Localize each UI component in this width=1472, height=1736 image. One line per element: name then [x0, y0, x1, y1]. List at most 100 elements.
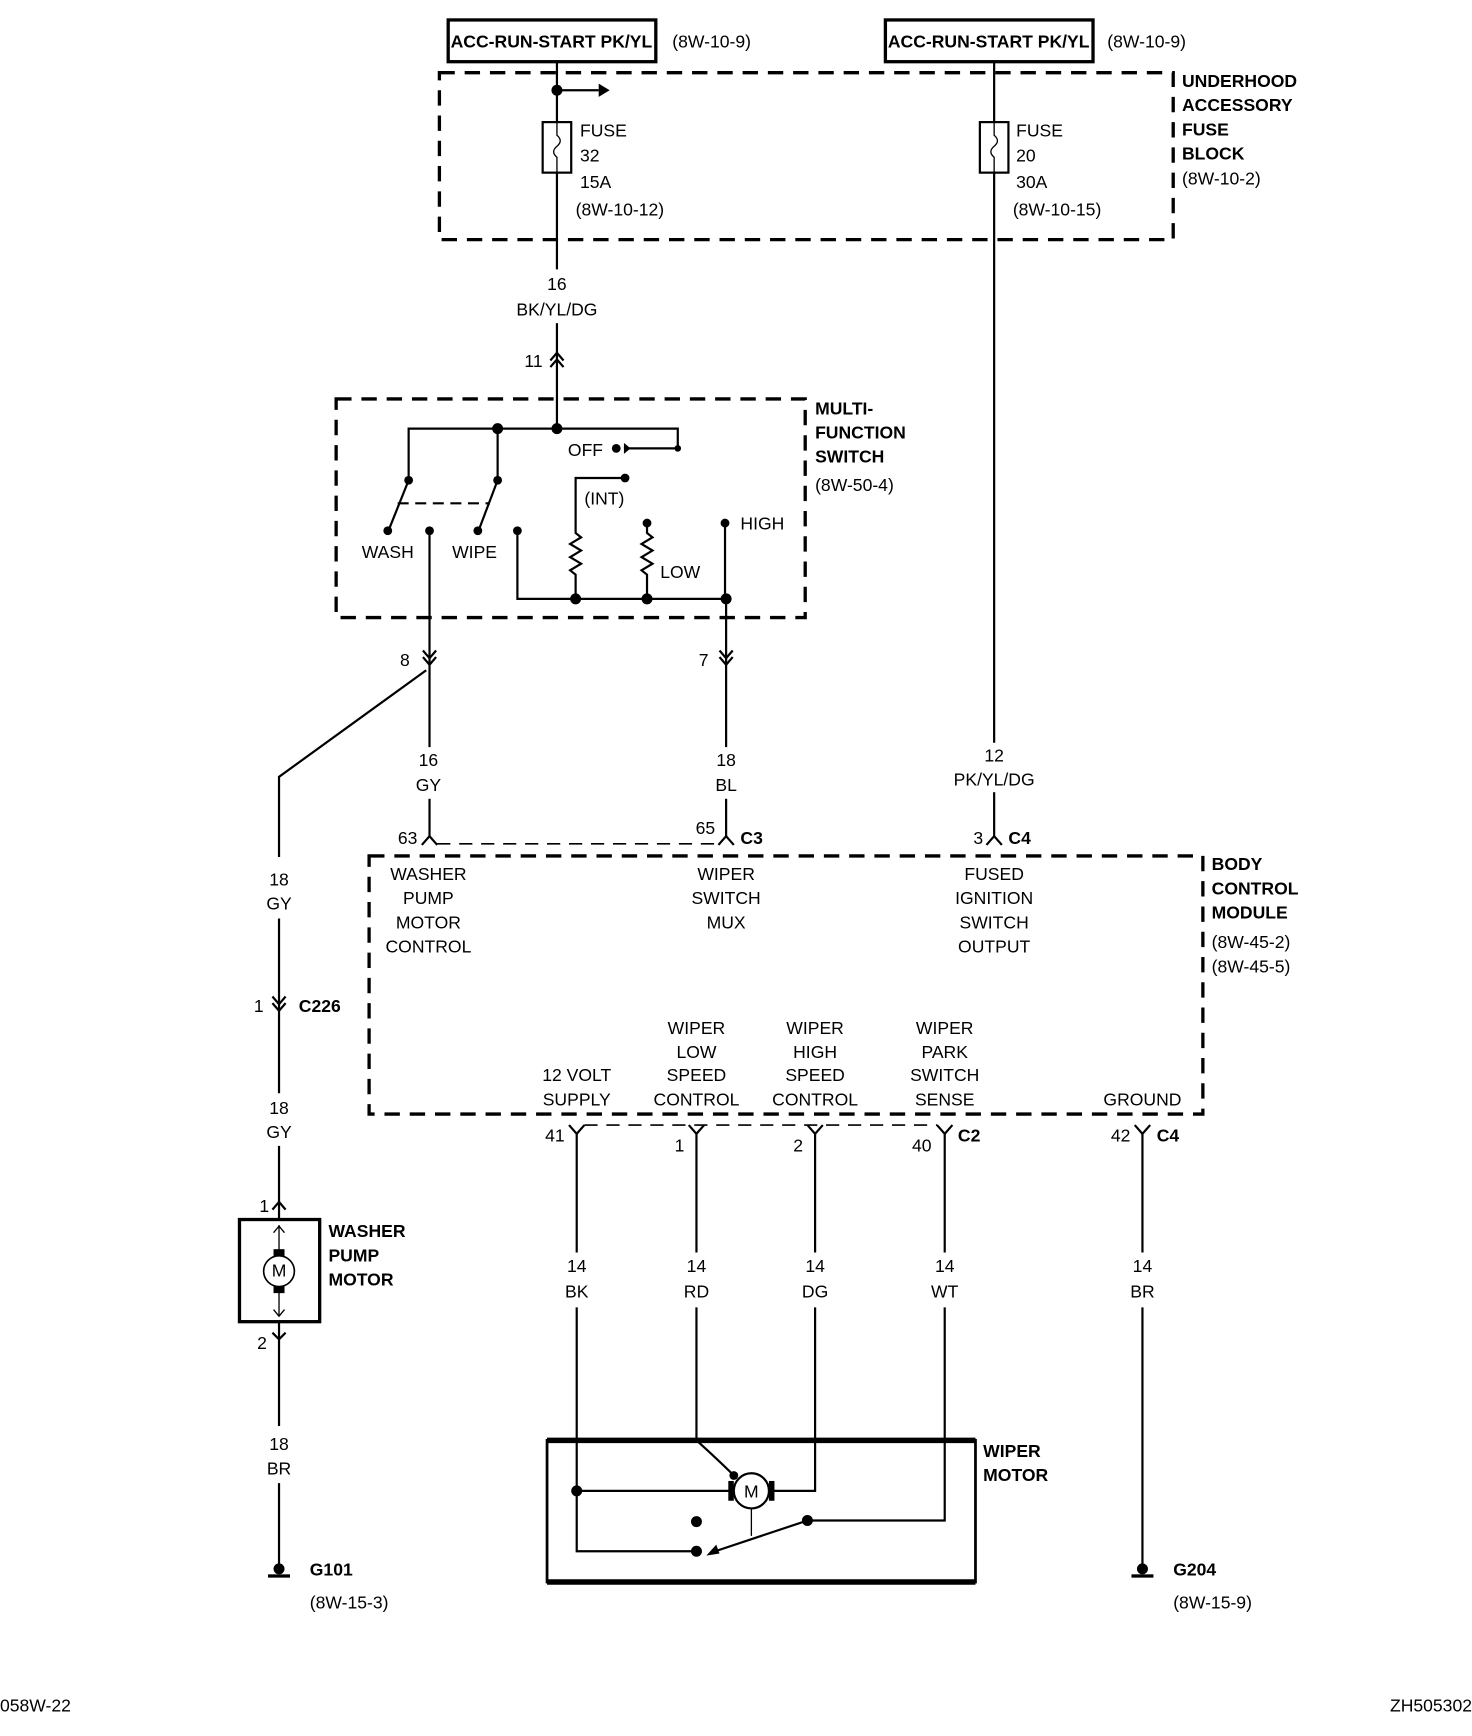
label-washer_pump-title-2: MOTOR: [328, 1269, 393, 1289]
label-bcm-high-0: WIPER: [786, 1018, 844, 1038]
source-label: ACC-RUN-START PK/YL: [451, 31, 653, 51]
label-bcm-low-0: WIPER: [668, 1018, 726, 1038]
label-wires-mux-color: BL: [715, 775, 737, 795]
label-pins-mfs_wash: 8: [400, 650, 410, 670]
label-bcm-ign-0: FUSED: [964, 864, 1024, 884]
label-bcm-high-1: HIGH: [793, 1042, 837, 1062]
label-pins-bcm_1: 1: [675, 1135, 685, 1155]
label-pins-pump_2: 2: [257, 1333, 267, 1353]
label-wires-high-color: DG: [802, 1282, 828, 1302]
label-pins-bcm_63: 63: [398, 828, 418, 848]
label-mfs-wash: WASH: [362, 542, 414, 562]
label-wires-supply-color: BK: [565, 1282, 589, 1302]
multi-function-switch: MULTI- FUNCTION SWITCH (8W-50-4) OFF WAS…: [334, 397, 906, 620]
label-fuse_block-fuses-1-number: 20: [1016, 146, 1036, 166]
label-wires-washer_a-color: GY: [266, 894, 292, 914]
label-pins-bcm_41: 41: [545, 1126, 565, 1146]
label-wires-feed-gauge: 16: [547, 274, 567, 294]
wire-segments: [575, 1133, 1144, 1253]
footer-right: ZH505302: [1390, 1696, 1472, 1716]
source-ref: (8W-10-9): [1107, 31, 1186, 51]
label-pins-c3: C3: [740, 828, 763, 848]
label-grounds-1-name: G204: [1173, 1559, 1216, 1579]
label-washer_pump-title-0: WASHER: [328, 1221, 405, 1241]
label-fuse_block-fuses-1-name: FUSE: [1016, 120, 1063, 140]
label-bcm-mux-2: MUX: [707, 912, 746, 932]
label-wires-wash-gauge: 16: [419, 750, 439, 770]
label-bcm-ign-2: SWITCH: [960, 912, 1029, 932]
label-bcm-title-2: MODULE: [1212, 903, 1288, 923]
label-bcm-refs-1: (8W-45-5): [1212, 956, 1291, 976]
label-bcm-washer-0: WASHER: [390, 864, 466, 884]
label-wires-washer_b-color: GY: [266, 1122, 292, 1142]
label-bcm-mux-1: SWITCH: [691, 888, 760, 908]
label-bcm-refs-0: (8W-45-2): [1212, 932, 1291, 952]
label-fuse_block-title-0: UNDERHOOD: [1182, 71, 1297, 91]
label-bcm-title-1: CONTROL: [1212, 878, 1299, 898]
label-pins-mfs_mux: 7: [699, 650, 709, 670]
fuse-block: UNDERHOOD ACCESSORY FUSE BLOCK (8W-10-2): [437, 71, 1297, 242]
label-mfs-off: OFF: [568, 440, 603, 460]
label-wires-washer_gnd-gauge: 18: [269, 1434, 289, 1454]
body-control-module: BODY CONTROL MODULE (8W-45-2) (8W-45-5) …: [367, 854, 1299, 1116]
label-mfs-high: HIGH: [740, 514, 784, 534]
washer-pump-motor: M WASHER PUMP MOTOR: [237, 1217, 406, 1324]
label-pins-c4_top: C4: [1008, 828, 1031, 848]
label-washer_pump-title-1: PUMP: [328, 1245, 379, 1265]
label-mfs-title-1: FUNCTION: [815, 422, 906, 442]
label-bcm-washer-3: CONTROL: [385, 937, 471, 957]
label-wires-mux-gauge: 18: [716, 750, 736, 770]
fuse-20: FUSE 20 30A (8W-10-15): [978, 120, 1102, 219]
label-wires-low-gauge: 14: [687, 1256, 707, 1276]
label-bcm-low-1: LOW: [676, 1042, 716, 1062]
label-wires-ign-gauge: 12: [984, 745, 1004, 765]
label-bcm-park-1: PARK: [921, 1042, 968, 1062]
label-bcm-low-3: CONTROL: [654, 1089, 740, 1109]
label-bcm-washer-2: MOTOR: [396, 912, 461, 932]
label-mfs-title-2: SWITCH: [815, 447, 884, 467]
source-label: ACC-RUN-START PK/YL: [888, 31, 1090, 51]
motor-symbol: M: [744, 1481, 759, 1501]
label-fuse_block-fuses-1-rating: 30A: [1016, 172, 1048, 192]
label-mfs-low: LOW: [660, 562, 700, 582]
label-pins-mfs_in: 11: [524, 351, 542, 371]
label-fuse_block-title-2: FUSE: [1182, 119, 1229, 139]
label-pins-bcm_2: 2: [793, 1135, 803, 1155]
label-fuse_block-fuses-0-number: 32: [580, 146, 600, 166]
label-wires-high-gauge: 14: [805, 1256, 825, 1276]
label-bcm-ground: GROUND: [1103, 1089, 1181, 1109]
label-wires-wash-color: GY: [416, 775, 442, 795]
label-wiper_motor-title-0: WIPER: [983, 1441, 1041, 1461]
label-pins-bcm_3: 3: [973, 828, 983, 848]
label-wires-low-color: RD: [684, 1282, 709, 1302]
label-bcm-park-0: WIPER: [916, 1018, 974, 1038]
label-wires-ign-color: PK/YL/DG: [954, 770, 1035, 790]
label-fuse_block-ref: (8W-10-2): [1182, 169, 1261, 189]
label-pins-c2: C2: [958, 1126, 981, 1146]
label-bcm-high-3: CONTROL: [772, 1089, 858, 1109]
label-wires-park-color: WT: [931, 1282, 959, 1302]
label-bcm-mux-0: WIPER: [697, 864, 755, 884]
ground-g204-icon: [1131, 1563, 1154, 1578]
label-fuse_block-fuses-0-name: FUSE: [580, 120, 627, 140]
label-mfs-title-0: MULTI-: [815, 398, 873, 418]
label-bcm-washer-1: PUMP: [403, 888, 454, 908]
label-fuse_block-title-1: ACCESSORY: [1182, 95, 1293, 115]
label-pins-c4_bot: C4: [1157, 1126, 1180, 1146]
label-wires-washer_b-gauge: 18: [269, 1098, 289, 1118]
label-grounds-0-ref: (8W-15-3): [310, 1592, 389, 1612]
power-source-left: ACC-RUN-START PK/YL (8W-10-9): [446, 18, 751, 64]
label-fuse_block-fuses-0-ref: (8W-10-12): [576, 199, 665, 219]
label-fuse_block-fuses-1-ref: (8W-10-15): [1013, 199, 1102, 219]
label-bcm-park-2: SWITCH: [910, 1065, 979, 1085]
ground-g101-icon: [268, 1563, 291, 1578]
fuse-32: FUSE 32 15A (8W-10-12): [541, 120, 665, 219]
wiper-motor: WIPER MOTOR M: [545, 1307, 1049, 1585]
label-wires-feed-color: BK/YL/DG: [516, 299, 597, 319]
footer-left: 058W-22: [0, 1696, 71, 1716]
label-wires-supply-gauge: 14: [567, 1256, 587, 1276]
label-wires-washer_gnd-color: BR: [267, 1458, 291, 1478]
label-fuse_block-title-3: BLOCK: [1182, 143, 1245, 163]
label-pins-c226_pin: 1: [254, 996, 264, 1016]
label-bcm-ign-3: OUTPUT: [958, 937, 1030, 957]
